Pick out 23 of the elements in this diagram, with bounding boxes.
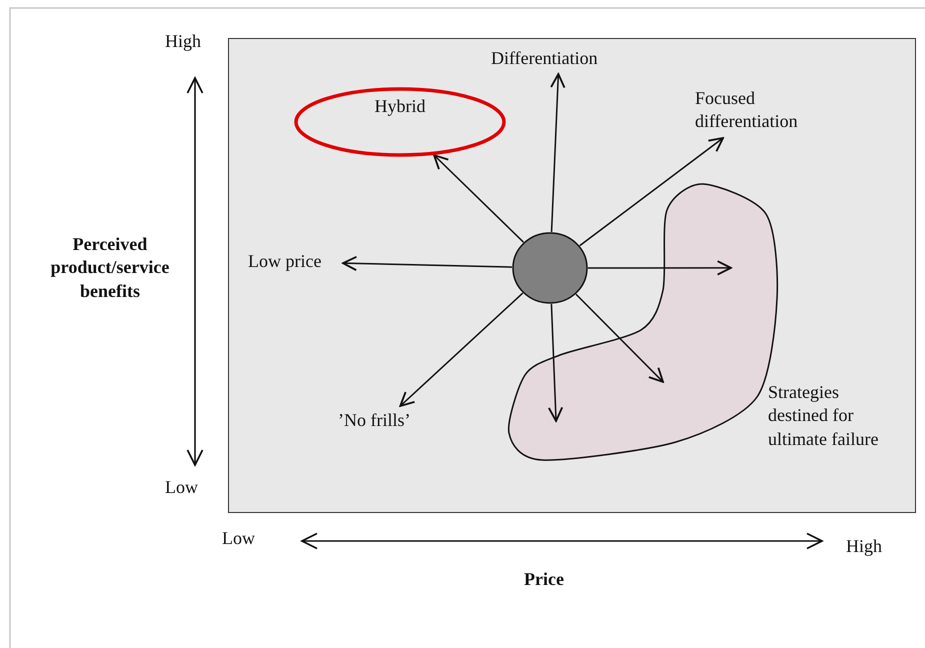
strategy-label: Low price <box>248 250 340 274</box>
strategy-label: Differentiation <box>491 47 627 71</box>
arrow <box>433 154 524 243</box>
strategy-label: Hybrid <box>374 95 426 118</box>
arrow <box>548 304 564 422</box>
arrow <box>399 292 524 407</box>
arrow <box>550 73 566 232</box>
axis-label: High <box>846 535 883 558</box>
axis-label: High <box>165 30 202 53</box>
axis-title: Perceived product/service benefits <box>50 233 170 303</box>
axis-label: Low <box>222 527 256 550</box>
arrow <box>342 256 512 272</box>
arrow <box>579 137 724 246</box>
highlight-ellipse <box>294 87 506 157</box>
axis-label: Low <box>165 476 199 499</box>
arrow <box>588 260 732 276</box>
center-circle <box>512 232 588 304</box>
zone-caption: Strategies destined for ultimate failure <box>768 381 880 451</box>
strategy-label: ’No frills’ <box>338 409 430 433</box>
arrow <box>576 294 664 383</box>
axis-title: Price <box>523 568 565 591</box>
strategy-label: Focused differentiation <box>695 87 823 135</box>
chart-panel <box>228 38 916 513</box>
